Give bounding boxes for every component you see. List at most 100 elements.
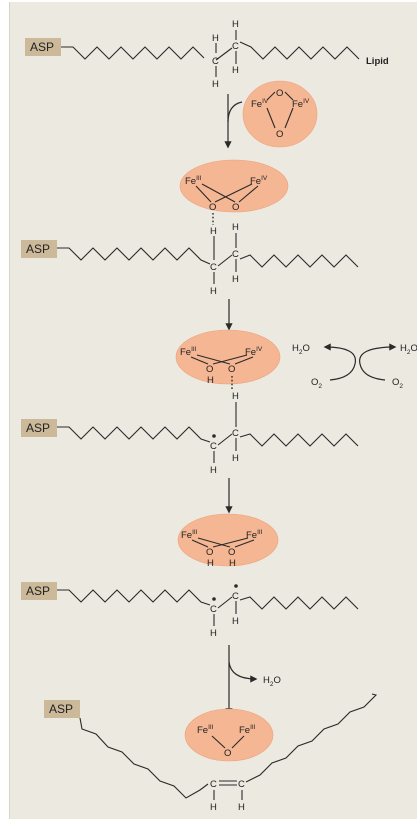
carbon-atom: C xyxy=(232,591,239,602)
c-c-bond xyxy=(217,596,233,609)
water-product-label: H2O xyxy=(400,343,417,356)
asp-label: ASP xyxy=(26,584,50,598)
asp-label: ASP xyxy=(49,702,73,716)
fe-o-bond xyxy=(266,107,276,129)
hydrogen-atom: H xyxy=(207,375,214,386)
fe-o-bond xyxy=(284,107,294,129)
lipid-label: Lipid xyxy=(366,56,389,67)
oxygen-atom: O xyxy=(276,88,283,99)
lipid-chain-right xyxy=(245,693,378,783)
hydrogen-atom: H xyxy=(210,465,217,476)
figure-panel: ASP C C H H H H Lipid FeIV FeIV O O FeII… xyxy=(9,2,417,819)
stage-5-alkene-product: ASP C C H H xyxy=(44,693,378,813)
stage-4-complex: FeIII FeIII O O H H xyxy=(177,513,279,569)
water-product-label: H2O xyxy=(263,675,281,688)
lipid-chain-left xyxy=(61,46,205,60)
lipid-chain-left xyxy=(79,717,209,799)
fe-atom: FeIV xyxy=(245,346,263,358)
asp-label: ASP xyxy=(30,40,54,54)
fe-o-bond xyxy=(212,537,249,548)
oxygen-atom: O xyxy=(206,364,213,375)
exchange-arrow xyxy=(359,343,397,381)
iron-complex-blob xyxy=(242,80,318,148)
oxygen-reactant-label: O2 xyxy=(311,377,322,390)
c-c-bond xyxy=(217,254,233,267)
stage-4-lipid-diradical: ASP C C H H xyxy=(21,582,359,639)
oxygen-water-exchange: H2O H2O O2 O2 xyxy=(292,343,417,390)
iron-complex-blob xyxy=(177,513,279,567)
oxygen-atom: O xyxy=(206,547,213,558)
stage-3-lipid-radical: ASP C C H H H xyxy=(21,391,359,476)
hydrogen-atom: H xyxy=(232,19,239,30)
carbon-atom: C xyxy=(232,428,239,439)
fe-atom: FeIII xyxy=(239,724,256,736)
fe-o-bond xyxy=(266,91,276,101)
hydrogen-atom: H xyxy=(238,802,245,813)
fe-o-bond xyxy=(211,735,226,749)
stage-2-lipid-substrate: ASP C C H H H H xyxy=(21,222,359,297)
water-product-label: H2O xyxy=(292,343,310,356)
lipid-chain-left xyxy=(57,426,211,443)
fe-o-bond xyxy=(197,537,231,548)
stage-2-complex: FeIII FeIV O O xyxy=(179,159,289,213)
water-release-arrow xyxy=(228,661,258,683)
oxygen-reactant-label: O2 xyxy=(392,377,403,390)
fe-o-bond xyxy=(195,185,212,203)
radical-dot xyxy=(234,584,238,588)
lipid-chain-right xyxy=(239,254,359,268)
lipid-chain-left xyxy=(57,247,211,265)
iron-complex-blob xyxy=(179,159,289,213)
hydrogen-atom: H xyxy=(210,286,217,297)
asp-tag xyxy=(21,582,57,600)
lipid-chain-right xyxy=(239,41,360,60)
hydrogen-atom: H xyxy=(232,616,239,627)
iron-complex-blob xyxy=(184,708,274,762)
iron-complex-blob xyxy=(175,329,281,385)
fe-o-bond xyxy=(191,539,209,548)
hydrogen-atom: H xyxy=(210,628,217,639)
carbon-atom: C xyxy=(210,262,217,273)
fe-atom: FeIII xyxy=(181,529,198,541)
c-c-bond xyxy=(217,433,233,446)
carbon-atom: C xyxy=(238,779,245,790)
asp-label: ASP xyxy=(26,421,50,435)
fe-atom: FeIII xyxy=(246,529,263,541)
hydrogen-atom: H xyxy=(232,391,239,402)
asp-label: ASP xyxy=(26,242,50,256)
hydrogen-atom: H xyxy=(232,222,239,233)
reaction-mechanism-diagram: ASP C C H H H H Lipid FeIV FeIV O O FeII… xyxy=(21,19,417,813)
fe-o-bond xyxy=(234,539,255,548)
hydrogen-atom: H xyxy=(207,558,214,569)
oxygen-atom: O xyxy=(224,748,231,759)
fe-o-bond xyxy=(231,735,245,749)
oxygen-atom: O xyxy=(228,364,235,375)
fe-atom: FeIV xyxy=(250,175,268,187)
lipid-chain-right xyxy=(239,596,359,610)
hydrogen-atom: H xyxy=(212,33,219,44)
asp-tag xyxy=(25,38,61,56)
stage-3-complex: FeIII FeIV O O H xyxy=(175,329,281,386)
oxygen-atom: O xyxy=(232,202,239,213)
lipid-chain-right xyxy=(239,433,359,447)
fe-o-bond xyxy=(212,354,248,365)
carbon-atom: C xyxy=(210,604,217,615)
c-c-bond xyxy=(215,47,233,61)
hydrogen-atom: H xyxy=(232,65,239,76)
fe-atom: FeIV xyxy=(292,98,310,110)
radical-dot xyxy=(212,434,216,438)
asp-tag xyxy=(44,700,80,718)
fe-atom: FeIII xyxy=(180,346,197,358)
hydrogen-atom: H xyxy=(210,802,217,813)
carbon-atom: C xyxy=(232,41,239,52)
reaction-arrow xyxy=(227,101,243,123)
oxygen-atom: O xyxy=(228,547,235,558)
stage-5-complex: FeIII FeIII O xyxy=(184,708,274,762)
fe-atom: FeIV xyxy=(251,98,269,110)
asp-tag xyxy=(21,419,57,437)
fe-o-bond xyxy=(214,183,253,203)
fe-o-bond xyxy=(234,356,254,365)
asp-tag xyxy=(21,240,57,258)
radical-dot xyxy=(212,597,216,601)
fe-o-bond xyxy=(196,354,231,365)
hydrogen-atom: H xyxy=(232,453,239,464)
